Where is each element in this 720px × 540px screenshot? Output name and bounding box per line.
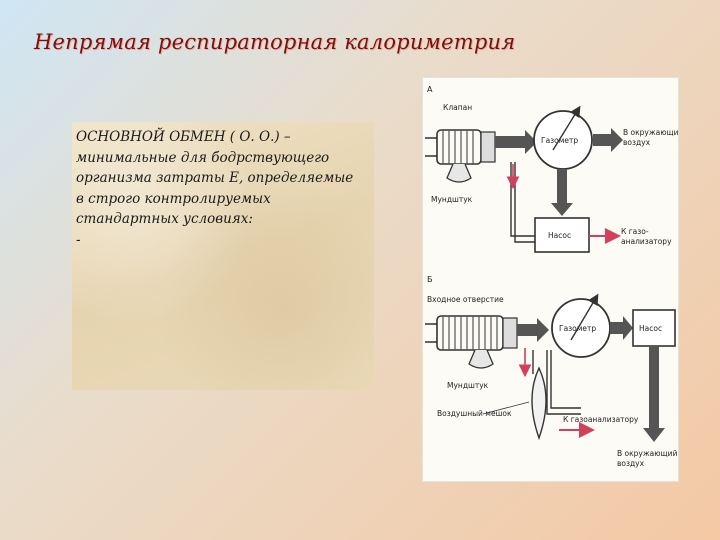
pump-a: [534, 217, 590, 253]
flow-arrowhead-a: [525, 130, 537, 154]
inlet-label: Входное отверстие: [427, 295, 504, 304]
flow-arrow-a: [495, 136, 525, 148]
slide-title: Непрямая респираторная калориметрия: [34, 30, 516, 54]
pump-outlet-pipe-b: [649, 346, 659, 432]
analyzer-label-a-1: К газо-: [621, 227, 649, 236]
panel-a-letter: А: [427, 85, 433, 94]
breathing-tube-b: [425, 315, 504, 351]
mouthpiece-label-b: Мундштук: [447, 381, 489, 390]
outlet-label-b-1: В окружающий: [617, 449, 677, 458]
definition-textbox: ОСНОВНОЙ ОБМЕН ( О. О.) – минимальные дл…: [72, 122, 374, 390]
definition-line: ОСНОВНОЙ ОБМЕН ( О. О.) –: [76, 129, 291, 145]
analyzer-label-a-2: анализатору: [621, 237, 672, 246]
pump-label-a: Насос: [548, 231, 571, 240]
pipe-to-pump-a: [557, 169, 567, 207]
gasometer-needle-a: [552, 105, 581, 151]
breathing-tube-a: [425, 129, 482, 165]
flow-arrowhead-b: [537, 318, 549, 342]
mouthpiece-b: [468, 349, 494, 369]
calorimetry-diagram-svg: А Клапан Мундштук Газометр В окружающий …: [425, 85, 678, 468]
outlet-label-a-2: воздух: [623, 138, 651, 147]
gasometer-needle-b: [570, 293, 599, 341]
definition-line: минимальные для бодрствующего: [76, 149, 330, 166]
pipe-to-analyzer-b: [546, 350, 581, 415]
outlet-arrow-a: [593, 134, 611, 146]
valve-body-b: [502, 317, 518, 349]
bag-label: Воздушный мешок: [437, 409, 512, 418]
valve-label: Клапан: [443, 103, 472, 112]
arrow-to-pump-b: [610, 322, 624, 334]
mouthpiece-label-a: Мундштук: [431, 195, 473, 204]
definition-line: в строго контролируемых: [76, 190, 271, 207]
flow-arrow-b: [517, 324, 537, 336]
analyzer-label-b: К газоанализатору: [563, 415, 639, 424]
pipe-arrowhead-a: [551, 203, 573, 216]
panel-b-letter: Б: [427, 275, 433, 284]
outlet-arrowhead-a: [611, 128, 623, 152]
air-bag: [531, 366, 547, 441]
valve-body: [480, 131, 496, 163]
definition-line: стандартных условиях:: [76, 211, 253, 227]
outlet-label-a-1: В окружающий: [623, 128, 678, 137]
pump-label-b: Насос: [639, 324, 662, 333]
mouthpiece-a: [446, 163, 472, 183]
definition-line: -: [76, 231, 81, 248]
calorimetry-diagram: А Клапан Мундштук Газометр В окружающий …: [423, 78, 678, 481]
outlet-label-b-2: воздух: [617, 459, 645, 468]
definition-line: организма затраты Е, определяемые: [76, 170, 354, 186]
